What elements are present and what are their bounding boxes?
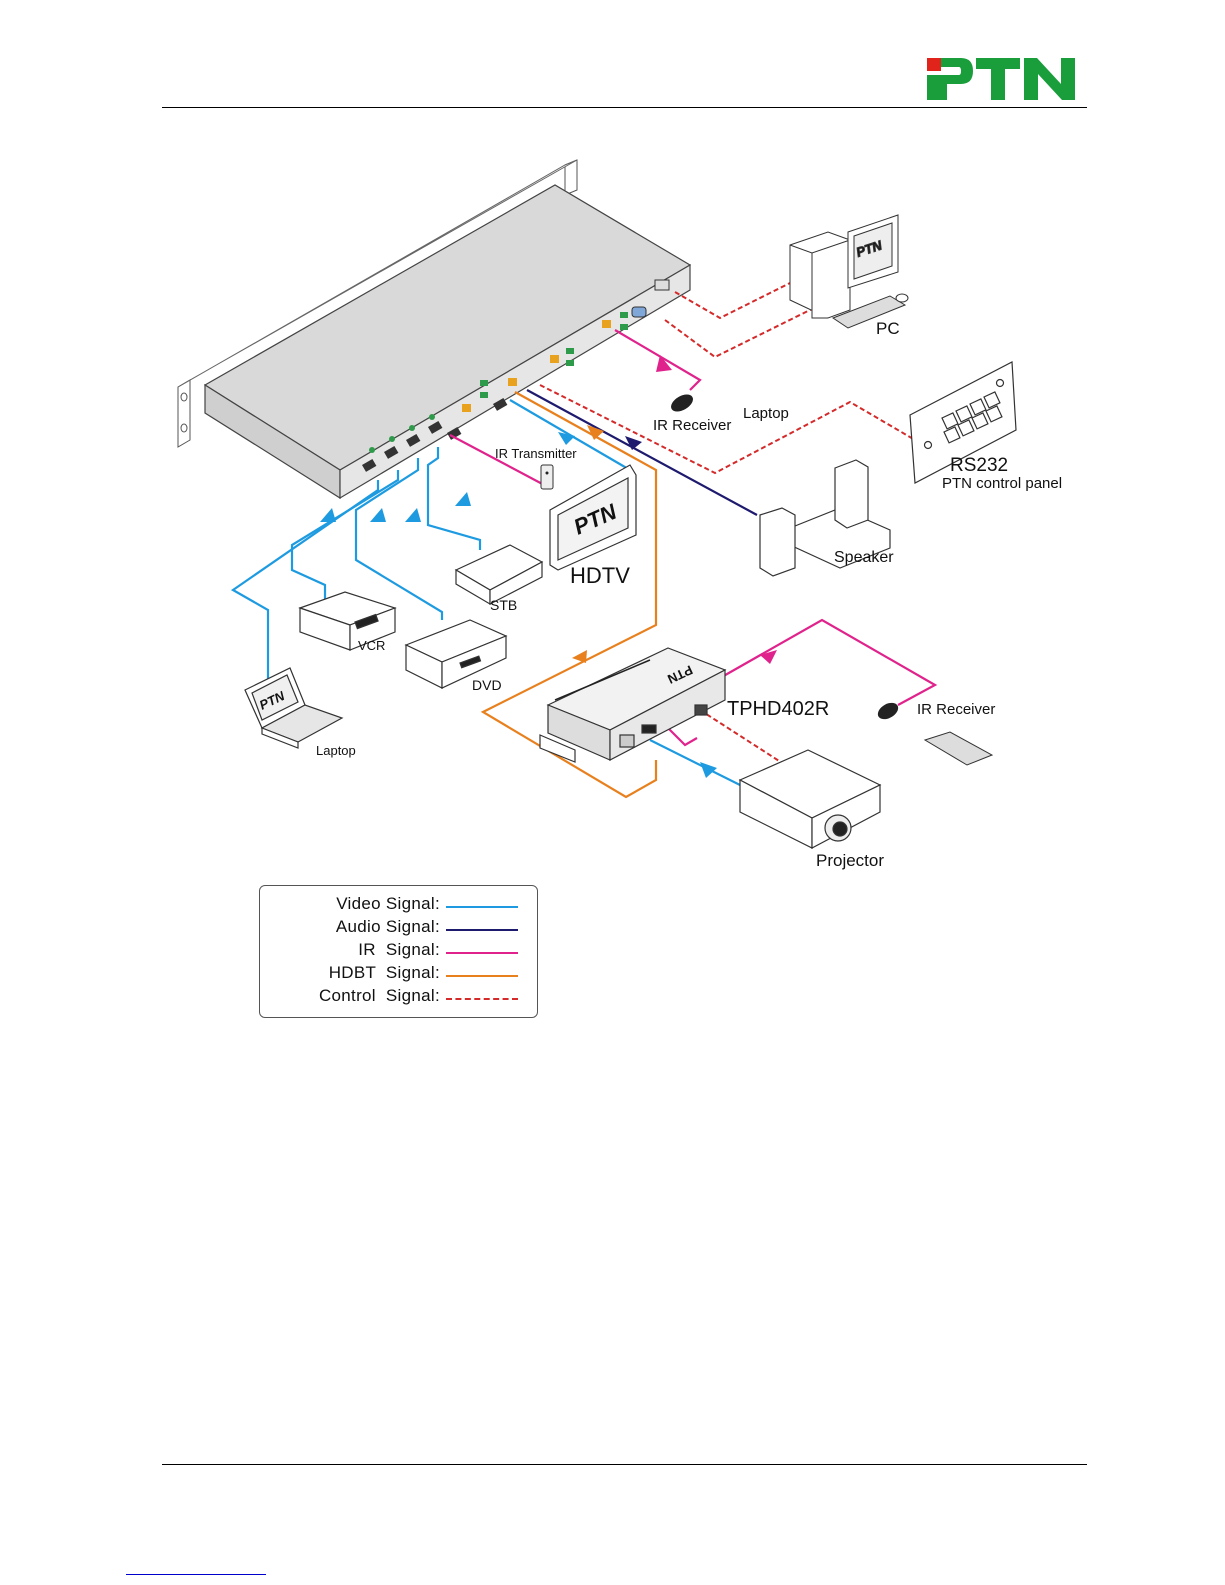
dvd-device xyxy=(404,619,508,689)
logo-letter-t-stem xyxy=(991,69,1005,100)
header-divider xyxy=(162,107,1087,108)
audio-signal-line xyxy=(526,389,758,516)
ir-arrows xyxy=(656,355,777,664)
ir-transmitter-label: IR Transmitter xyxy=(495,446,577,461)
video-arrows xyxy=(320,432,717,778)
pc-mouse xyxy=(895,293,909,303)
speaker-label: Speaker xyxy=(834,549,894,566)
stb-device xyxy=(454,544,544,606)
signal-legend: Video Signal: Audio Signal: IR Signal: H… xyxy=(259,885,538,1018)
vcr-label: VCR xyxy=(358,638,385,653)
rack-ear-left xyxy=(177,379,191,448)
receiver-model-label: TPHD402R xyxy=(727,698,829,720)
ir-receiver-bottom-device xyxy=(877,702,899,720)
video-line-dvd xyxy=(354,458,444,620)
video-line-vcr xyxy=(290,470,400,600)
hdtv-device: PTN xyxy=(549,464,637,571)
legend-label-control: Control Signal: xyxy=(318,986,440,1005)
legend-swatch-video xyxy=(446,906,518,908)
legend-label-ir: IR Signal: xyxy=(358,940,440,959)
footer-divider xyxy=(162,1464,1087,1465)
ir-line-receiver-top xyxy=(614,329,702,391)
legend-label-hdbt: HDBT Signal: xyxy=(328,963,440,982)
rs232-port xyxy=(631,306,647,318)
hdbaset-matrix-switcher xyxy=(203,184,692,500)
ptn-logo xyxy=(927,58,1075,100)
laptop-bottom-label: Laptop xyxy=(316,743,356,758)
projector-device xyxy=(738,749,882,849)
hdtv-label: HDTV xyxy=(570,563,630,588)
dvd-label: DVD xyxy=(472,677,502,693)
laptop-top-label: Laptop xyxy=(743,405,789,422)
logo-red-block xyxy=(927,58,941,71)
ir-receiver-top-device xyxy=(671,394,693,412)
legend-swatch-hdbt xyxy=(446,975,518,977)
video-line-laptop xyxy=(230,480,380,680)
ir-line-receiver-bottom xyxy=(654,618,938,716)
tphd402r-receiver-device: PTN xyxy=(539,647,727,763)
control-panel-device xyxy=(909,361,1017,484)
rear-panel-ports xyxy=(362,397,508,472)
video-line-stb xyxy=(426,447,482,550)
video-line-projector xyxy=(649,739,751,791)
projector-label: Projector xyxy=(816,851,884,870)
hdbt-signal-line xyxy=(480,391,658,799)
terminal-blocks xyxy=(369,312,628,453)
rs232-label: RS232 xyxy=(950,455,1008,476)
legend-swatch-control xyxy=(446,998,518,1000)
pc-keyboard xyxy=(831,295,907,329)
pc-label: PC xyxy=(876,319,900,338)
stb-label: STB xyxy=(490,597,517,613)
legend-label-video: Video Signal: xyxy=(336,894,440,913)
laptop-bottom-device: PTN xyxy=(244,667,344,749)
control-panel-label: PTN control panel xyxy=(942,475,1062,492)
control-signal-lines xyxy=(539,282,916,769)
legend-label-audio: Audio Signal: xyxy=(335,917,440,936)
logo-letter-n xyxy=(1024,58,1075,100)
ir-transmitter-device xyxy=(540,464,554,490)
control-line-projector xyxy=(699,709,791,769)
pc-device: PTN xyxy=(789,214,909,329)
ir-receiver-bottom-label: IR Receiver xyxy=(917,701,995,718)
ir-line-transmitter xyxy=(449,434,549,488)
control-line-pc-1 xyxy=(674,282,791,320)
power-socket xyxy=(654,279,670,291)
logo-letter-t-bar xyxy=(976,58,1020,69)
remote-control-device xyxy=(923,731,994,766)
rack-ear-strip xyxy=(177,159,578,388)
video-signal-lines xyxy=(230,399,751,791)
legend-swatch-ir xyxy=(446,952,518,954)
pc-tower xyxy=(789,231,851,319)
ir-receiver-top-label: IR Receiver xyxy=(653,417,731,434)
footer-link-underline[interactable] xyxy=(126,1574,266,1575)
control-line-pc-2 xyxy=(664,304,821,359)
speaker-device xyxy=(759,459,891,577)
control-line-panel xyxy=(539,384,916,475)
vcr-device xyxy=(298,591,397,651)
logo-letter-p xyxy=(927,58,973,100)
hdbt-ports xyxy=(462,320,611,412)
legend-swatch-audio xyxy=(446,929,518,931)
